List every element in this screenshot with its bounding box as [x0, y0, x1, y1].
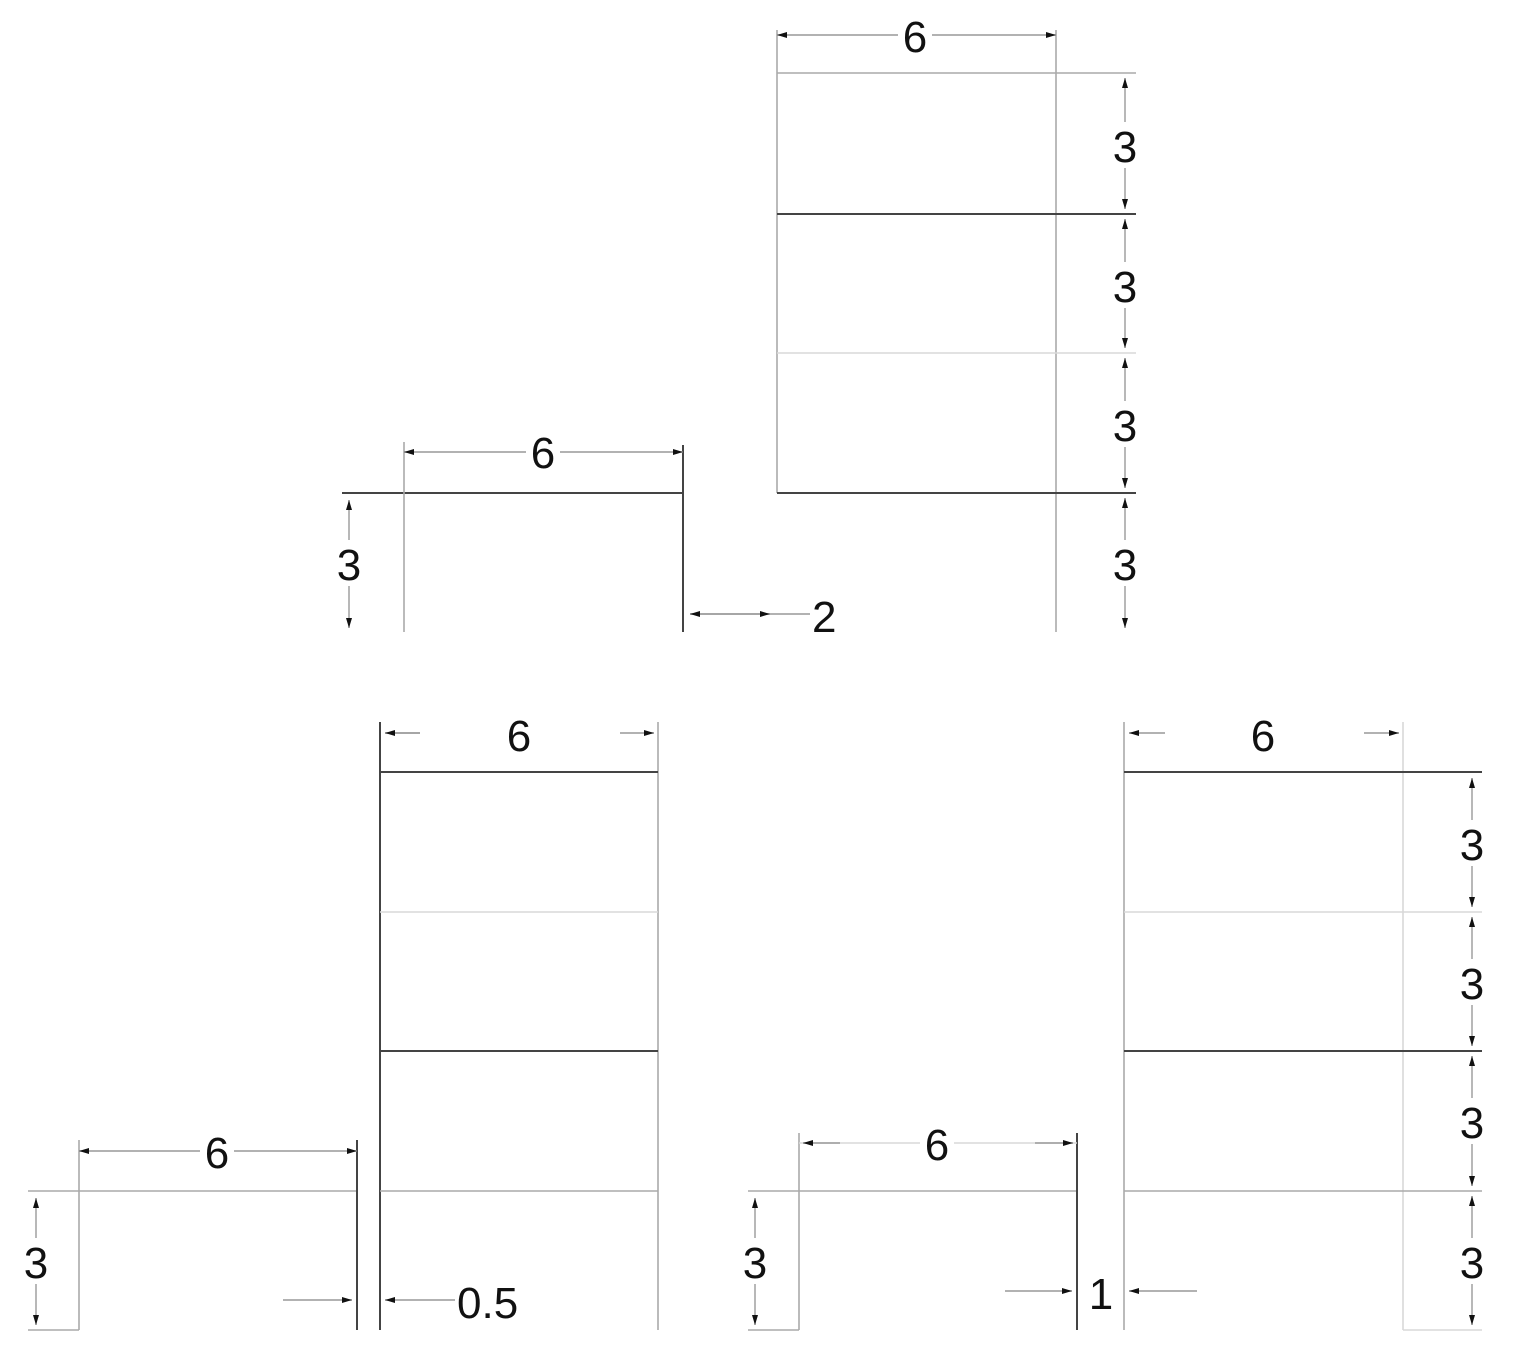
d3-left-width-label: 6	[925, 1121, 949, 1170]
d3-row-label-3: 3	[1460, 1099, 1484, 1148]
d1-gap-label: 2	[812, 593, 836, 642]
d3-right-width-label: 6	[1251, 712, 1275, 761]
d2-gap-label: 0.5	[457, 1279, 518, 1328]
d2-left-height-label: 3	[24, 1239, 48, 1288]
diagram-3: 6 3 1 6 3 3 3 3	[738, 712, 1489, 1331]
d3-row-label-1: 3	[1460, 821, 1484, 870]
d2-left-width-label: 6	[205, 1129, 229, 1178]
d3-left-height-label: 3	[743, 1239, 767, 1288]
diagram-2: 6 3 0.5 6	[19, 712, 659, 1331]
diagram-1: 6 3 2 6 3 3 3 3	[332, 12, 1142, 642]
d1-row-label-4: 3	[1113, 541, 1137, 590]
d1-left-width-label: 6	[531, 429, 555, 478]
d1-row-label-2: 3	[1113, 263, 1137, 312]
d2-right-width-label: 6	[507, 712, 531, 761]
d3-right-height-dimensions: 3 3 3 3	[1455, 778, 1489, 1325]
d1-row-label-1: 3	[1113, 123, 1137, 172]
d1-right-width-label: 6	[903, 13, 927, 62]
d3-row-label-4: 3	[1460, 1239, 1484, 1288]
d1-row-label-3: 3	[1113, 402, 1137, 451]
d1-left-height-label: 3	[337, 541, 361, 590]
d3-gap-label: 1	[1089, 1270, 1113, 1319]
d3-row-label-2: 3	[1460, 960, 1484, 1009]
d1-right-height-dimensions: 3 3 3 3	[1108, 78, 1142, 628]
